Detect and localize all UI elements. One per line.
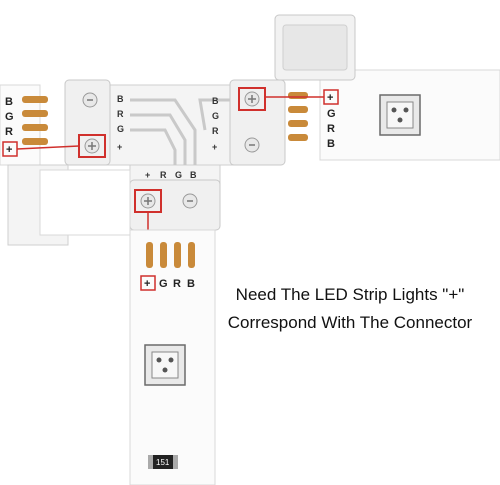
minus-symbol-icon xyxy=(82,92,98,108)
connector-label: B xyxy=(117,94,124,104)
connector-label: R xyxy=(212,126,219,136)
left-strip-pins xyxy=(22,96,48,145)
bottom-strip-label: B xyxy=(187,278,195,290)
connector-traces xyxy=(130,98,230,165)
right-strip-label: R xyxy=(327,123,335,135)
left-strip-label: G xyxy=(5,111,14,123)
connector-label: B xyxy=(190,170,197,180)
bottom-strip-label: G xyxy=(159,278,168,290)
right-strip-label: B xyxy=(327,138,335,150)
right-strip-pins xyxy=(288,92,308,141)
connector-label: R xyxy=(117,109,124,119)
right-strip-label: + xyxy=(327,92,333,104)
right-strip-label: G xyxy=(327,108,336,120)
connector-label: + xyxy=(212,142,217,152)
t-connector-center xyxy=(104,84,236,166)
minus-symbol-icon xyxy=(244,137,260,153)
connector-label: B xyxy=(212,96,219,106)
plus-symbol-icon xyxy=(134,189,162,213)
bottom-strip-pins xyxy=(146,242,195,268)
minus-symbol-icon xyxy=(182,193,198,209)
resistor-icon: 151 xyxy=(148,455,178,469)
plus-symbol-icon xyxy=(238,87,266,111)
left-strip-label: B xyxy=(5,96,13,108)
caption-line-2: Correspond With The Connector xyxy=(227,313,473,332)
connector-label: G xyxy=(175,170,182,180)
right-clip xyxy=(229,79,286,166)
bottom-strip-label: R xyxy=(173,278,181,290)
connector-label: G xyxy=(117,124,124,134)
connector-label: R xyxy=(160,170,167,180)
plus-highlight-box xyxy=(140,275,156,291)
left-strip-label: + xyxy=(6,144,12,156)
connector-label: G xyxy=(212,111,219,121)
led-chip-icon xyxy=(144,344,186,386)
bottom-strip-label: + xyxy=(144,278,150,290)
connector-label: + xyxy=(117,142,122,152)
caption-line-1: Need The LED Strip Lights "+" xyxy=(235,285,465,304)
left-clip xyxy=(64,79,111,166)
svg-text:151: 151 xyxy=(156,458,170,467)
connector-label: + xyxy=(145,170,150,180)
led-chip-icon xyxy=(379,94,421,136)
left-strip-label: R xyxy=(5,126,13,138)
